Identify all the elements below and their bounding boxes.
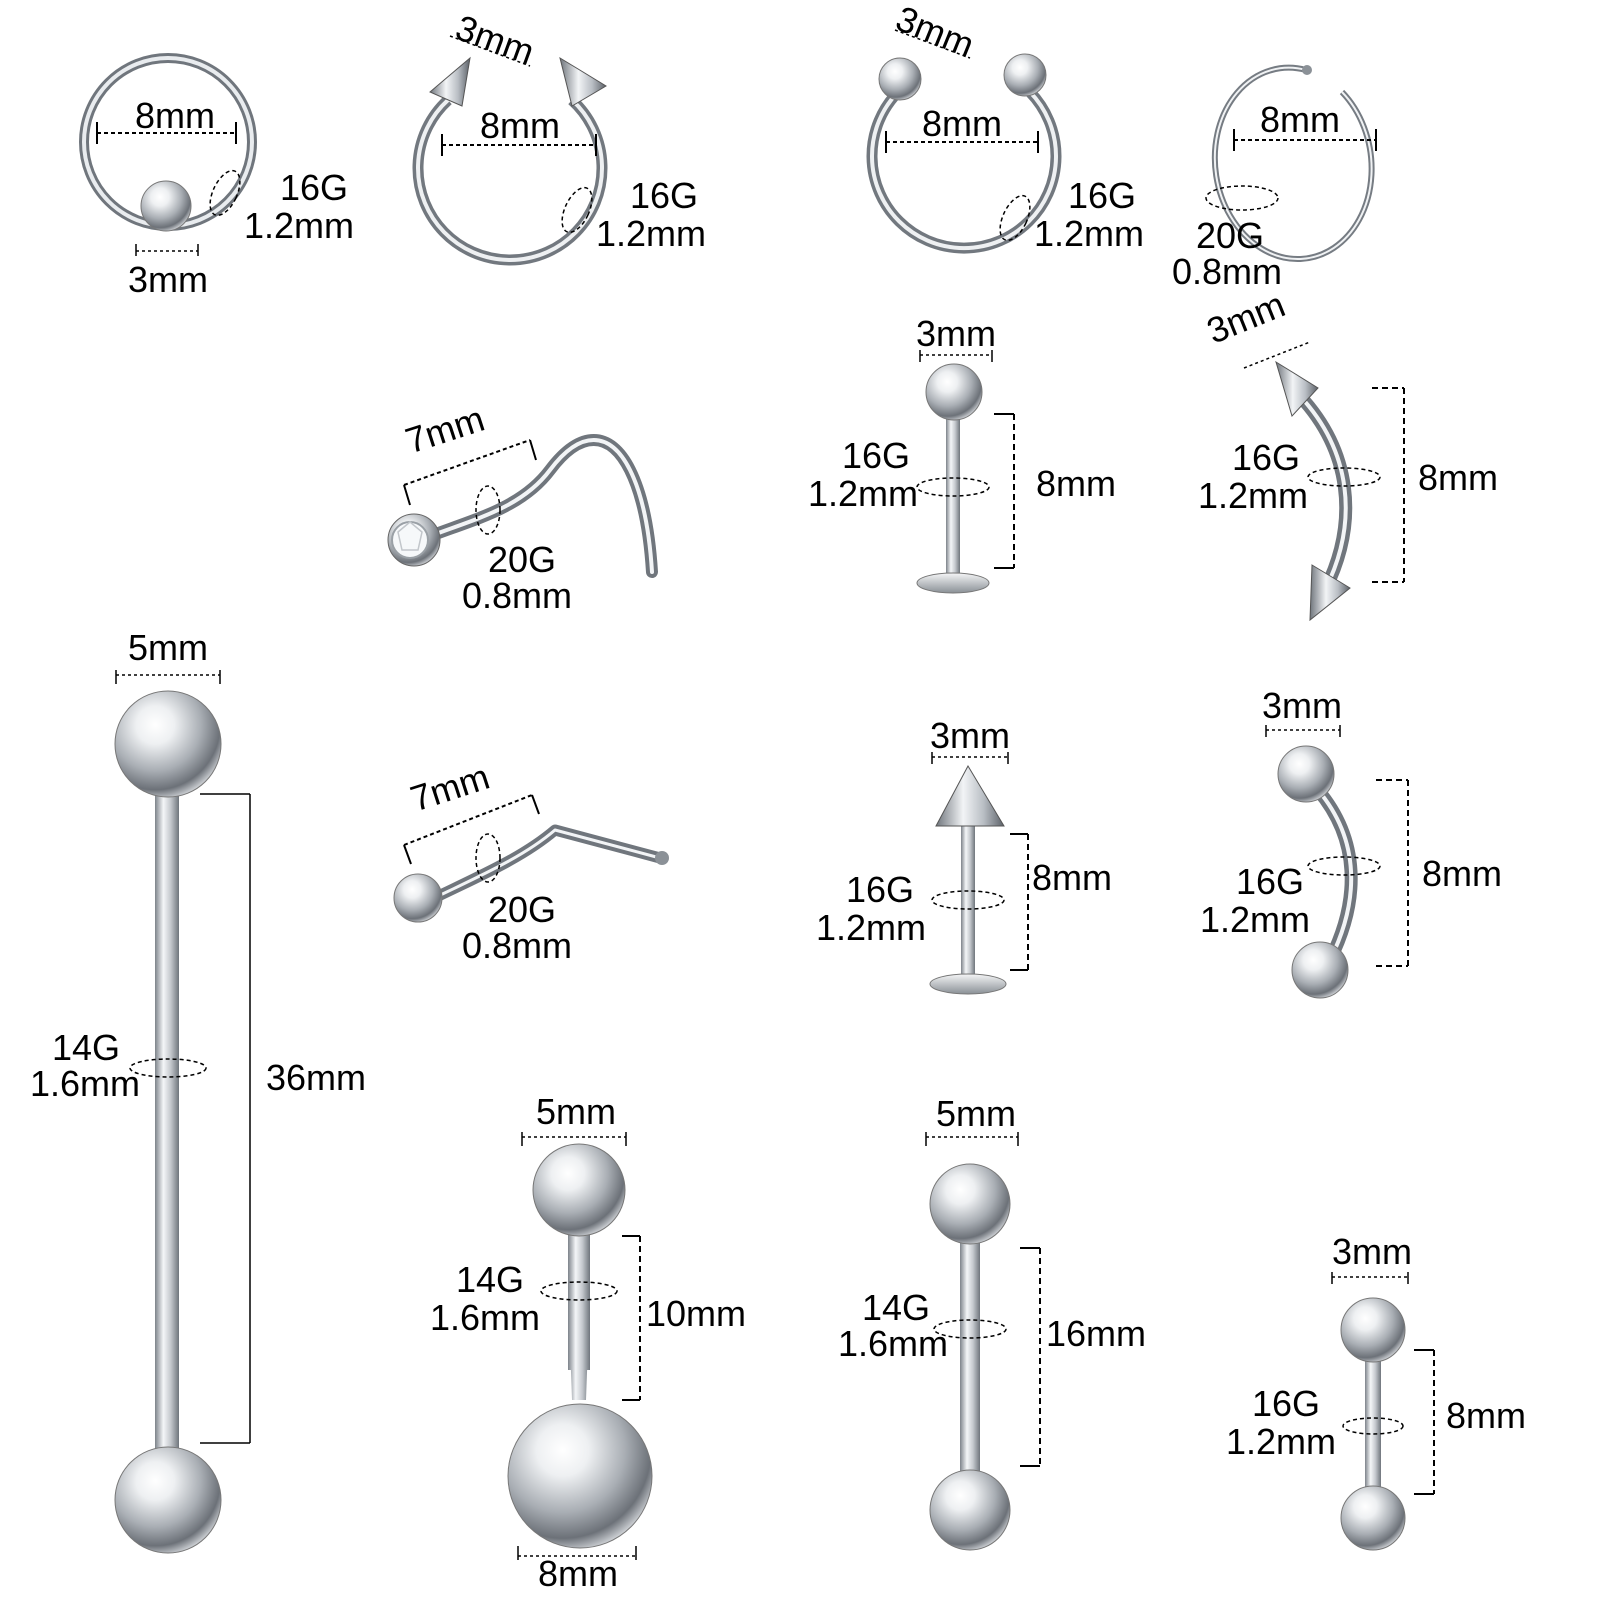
belly-top-ball-label: 5mm <box>536 1091 616 1132</box>
nose-hoop-gauge-label: 20G <box>1196 215 1265 256</box>
captive-ring-gauge-label: 16G <box>280 167 349 208</box>
curved-spike-top <box>1275 360 1319 417</box>
curved-spike-bottom <box>1309 564 1351 622</box>
curved-ball-thickness-label: 1.2mm <box>1199 899 1310 940</box>
nose-hoop-item <box>1205 64 1377 262</box>
curved-ball-length-label: 8mm <box>1422 853 1502 894</box>
straight-thickness-label: 1.6mm <box>837 1323 948 1364</box>
curved-ball-bottom <box>1291 941 1349 999</box>
straight-bottom-ball <box>929 1469 1011 1551</box>
curved-spike-length-label: 8mm <box>1418 457 1498 498</box>
curved-spike-thickness-label: 1.2mm <box>1197 475 1308 516</box>
industrial-thickness-label: 1.6mm <box>29 1063 140 1104</box>
labret-spike-length-label: 8mm <box>1032 857 1112 898</box>
labret-ball-thickness-label: 1.2mm <box>807 473 918 514</box>
small-thickness-label: 1.2mm <box>1225 1421 1336 1462</box>
curved-ball-top <box>1277 745 1335 803</box>
labret-spike-disc <box>929 973 1007 995</box>
spike-horseshoe-thickness-label: 1.2mm <box>596 213 707 254</box>
industrial-gauge-label: 14G <box>51 1027 120 1068</box>
labret-spike-thickness-label: 1.2mm <box>815 907 926 948</box>
industrial-bar-item <box>114 670 251 1554</box>
ball-horseshoe-gauge-label: 16G <box>1068 175 1137 216</box>
small-top-ball <box>1340 1297 1406 1363</box>
nose-screw-thickness-label: 0.8mm <box>462 575 573 616</box>
labret-spike-item <box>929 752 1029 995</box>
nose-hoop-thickness-label: 0.8mm <box>1172 251 1283 292</box>
straight-ball-label: 5mm <box>936 1093 1016 1134</box>
labret-spike-cone <box>935 764 1005 827</box>
belly-ring-item <box>507 1132 653 1560</box>
labret-top-ball <box>925 363 983 421</box>
left-spike <box>429 56 471 107</box>
captive-ring-item <box>79 53 257 256</box>
belly-bottom-ball <box>507 1403 653 1549</box>
ball-horseshoe-item <box>866 29 1062 254</box>
belly-length-label: 10mm <box>646 1293 747 1334</box>
nose-l-bend-thickness-label: 0.8mm <box>462 925 573 966</box>
labret-ball-gauge-label: 16G <box>841 435 910 476</box>
industrial-top-ball <box>114 690 222 798</box>
nose-screw-gem <box>391 521 429 559</box>
spike-horseshoe-diameter-label: 8mm <box>480 105 560 146</box>
curved-ball-gauge-label: 16G <box>1235 861 1304 902</box>
spike-horseshoe-gauge-label: 16G <box>630 175 699 216</box>
industrial-bottom-ball <box>114 1446 222 1554</box>
captive-ring-diameter-label: 8mm <box>135 95 215 136</box>
captive-ring-thickness-label: 1.2mm <box>244 205 355 246</box>
straight-length-label: 16mm <box>1046 1313 1147 1354</box>
right-spike <box>559 56 607 107</box>
ball-horseshoe-diameter-label: 8mm <box>922 103 1002 144</box>
nose-l-bend-item <box>393 794 669 923</box>
curved-ball-ball-label: 3mm <box>1262 685 1342 726</box>
belly-thickness-label: 1.6mm <box>429 1297 540 1338</box>
curved-spike-gauge-label: 16G <box>1231 437 1300 478</box>
nose-screw-gauge-label: 20G <box>488 539 557 580</box>
spike-horseshoe-item <box>412 35 608 266</box>
belly-top-ball <box>532 1143 626 1237</box>
small-length-label: 8mm <box>1446 1395 1526 1436</box>
left-ball <box>878 57 922 101</box>
straight-top-ball <box>929 1163 1011 1245</box>
small-bottom-ball <box>1340 1485 1406 1551</box>
nose-hoop-diameter-label: 8mm <box>1260 99 1340 140</box>
small-ball-label: 3mm <box>1332 1231 1412 1272</box>
curved-ball-item <box>1265 725 1409 999</box>
small-gauge-label: 16G <box>1251 1383 1320 1424</box>
nose-l-bend-gauge-label: 20G <box>488 889 557 930</box>
ball-horseshoe-thickness-label: 1.2mm <box>1034 213 1145 254</box>
curved-spike-item <box>1243 341 1405 622</box>
nose-screw-item <box>387 434 658 578</box>
industrial-length-label: 36mm <box>266 1057 367 1098</box>
straight-gauge-label: 14G <box>861 1287 930 1328</box>
right-ball <box>1003 53 1047 97</box>
captive-ring-ball <box>140 180 192 232</box>
labret-disc <box>916 572 990 594</box>
labret-ball-length-label: 8mm <box>1036 463 1116 504</box>
belly-gauge-label: 14G <box>455 1259 524 1300</box>
industrial-ball-label: 5mm <box>128 627 208 668</box>
nose-l-bend-ball <box>393 873 443 923</box>
labret-spike-gauge-label: 16G <box>845 869 914 910</box>
labret-ball-ball-label: 3mm <box>916 313 996 354</box>
labret-spike-spike-label: 3mm <box>930 715 1010 756</box>
belly-bottom-ball-label: 8mm <box>538 1553 618 1594</box>
labret-ball-item <box>916 350 1015 594</box>
small-barbell-item <box>1331 1272 1435 1551</box>
captive-ring-ball-label: 3mm <box>128 259 208 300</box>
straight-barbell-item <box>925 1132 1041 1551</box>
